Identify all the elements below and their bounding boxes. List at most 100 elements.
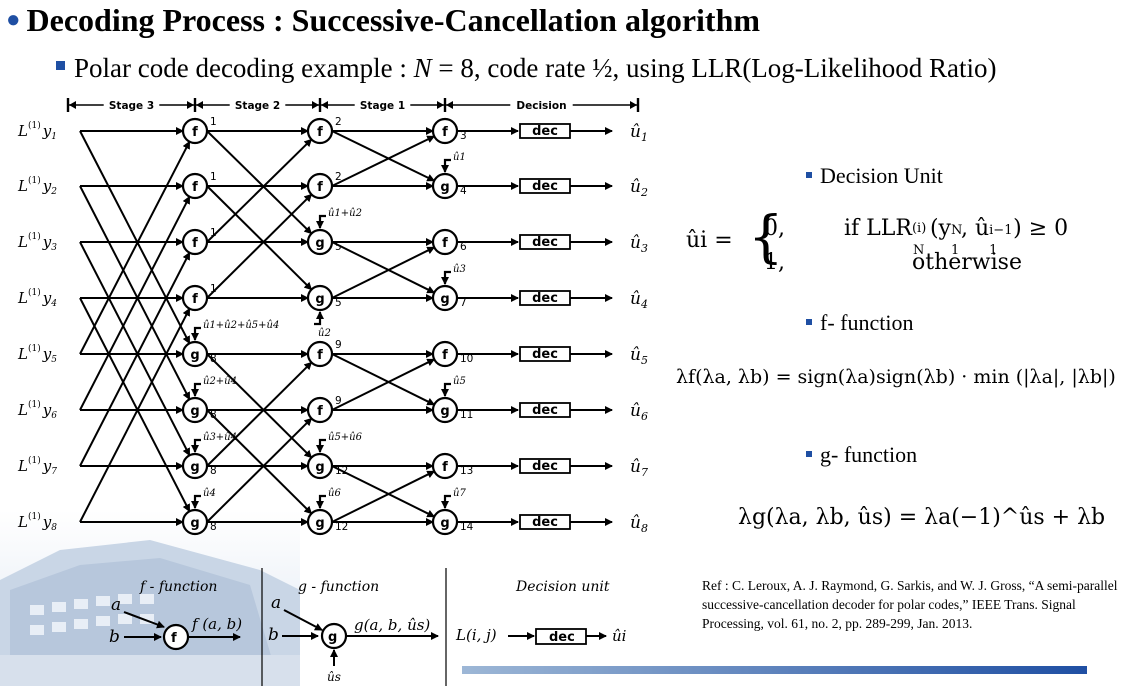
col1-node-label: f bbox=[192, 236, 198, 251]
legend-g-output: g(a, b, ûs) bbox=[354, 616, 430, 634]
dec-label: dec bbox=[532, 235, 558, 250]
col2-node-g bbox=[306, 508, 334, 536]
col2-node-f bbox=[306, 117, 334, 145]
feedback-arrow bbox=[191, 494, 201, 509]
butterfly-wire bbox=[331, 353, 436, 406]
dec-box bbox=[519, 458, 571, 474]
brace-icon: { bbox=[748, 205, 784, 270]
butterfly-wires bbox=[79, 127, 613, 526]
col2-node-label: g bbox=[315, 460, 324, 475]
feedback-arrow bbox=[441, 270, 451, 285]
feedback-arrow bbox=[191, 438, 201, 453]
butterfly-wire bbox=[206, 138, 313, 243]
output-label: û6 bbox=[630, 401, 648, 423]
input-subscript: 4 bbox=[50, 299, 57, 309]
dec-box bbox=[519, 402, 571, 418]
dec-label: dec bbox=[532, 124, 558, 139]
col1-node-label: f bbox=[192, 125, 198, 140]
input-label: L(1)y1 bbox=[17, 120, 57, 142]
col1-node-number: 8 bbox=[210, 465, 217, 477]
feedback-arrow bbox=[314, 311, 324, 326]
col1-node-f bbox=[181, 172, 209, 200]
col3-node-label: g bbox=[440, 404, 449, 419]
input-y: y bbox=[42, 177, 52, 195]
output-label: û1 bbox=[630, 122, 648, 144]
col3-node-number: 14 bbox=[460, 521, 474, 533]
butterfly-wire bbox=[331, 135, 436, 187]
col1-node-g bbox=[181, 508, 209, 536]
output-subscript: 5 bbox=[641, 354, 648, 367]
input-superscript: (1) bbox=[28, 455, 41, 466]
g-function-equation: λg(λa, λb, ûs) = λa(−1)^ûs + λb bbox=[738, 505, 1106, 530]
output-subscript: 6 bbox=[641, 410, 648, 423]
input-subscript: 6 bbox=[51, 411, 57, 421]
stage-arrow-right bbox=[437, 101, 444, 109]
output-label: û4 bbox=[630, 289, 648, 311]
col1-node-number: 8 bbox=[210, 409, 217, 421]
stage-arrow-right bbox=[187, 101, 194, 109]
feedback-label: û1+û2 bbox=[328, 208, 362, 219]
dec-box bbox=[519, 514, 571, 530]
legend-g-title: g - function bbox=[298, 579, 379, 595]
input-y: y bbox=[42, 289, 52, 307]
legend-f-output: f (a, b) bbox=[191, 615, 242, 633]
legend-g-wire bbox=[283, 609, 323, 631]
col2-node-label: f bbox=[317, 348, 323, 363]
stage-label: Decision bbox=[516, 100, 566, 112]
dec-label: dec bbox=[532, 403, 558, 418]
butterfly-wire bbox=[79, 140, 191, 355]
legend-f-wire bbox=[123, 611, 165, 629]
col1-node-f bbox=[181, 228, 209, 256]
output-subscript: 7 bbox=[641, 466, 648, 479]
dec-box bbox=[519, 123, 571, 139]
stage-arrow-left bbox=[196, 101, 203, 109]
dec-label: dec bbox=[532, 291, 558, 306]
col3-node-label: f bbox=[442, 348, 448, 363]
col2-node-number: 12 bbox=[335, 521, 348, 533]
input-subscript: 7 bbox=[51, 467, 57, 477]
output-subscript: 1 bbox=[641, 131, 648, 144]
stage-label: Stage 2 bbox=[235, 100, 280, 112]
col2-node-g bbox=[306, 284, 334, 312]
dec-label: dec bbox=[532, 347, 558, 362]
col3-node-f bbox=[431, 452, 459, 480]
node-layer: decdecdecdecdecdecdecdecffffggggffggffgg… bbox=[181, 117, 571, 536]
col1-node-f bbox=[181, 117, 209, 145]
butterfly-wire bbox=[79, 185, 191, 401]
feedback-label: û7 bbox=[453, 488, 466, 499]
legend-f-title: f - function bbox=[139, 579, 217, 595]
legend-strip: f - function g - function Decision unit … bbox=[109, 568, 627, 686]
dec-box bbox=[519, 346, 571, 362]
butterfly-wire bbox=[331, 246, 436, 299]
input-superscript: (1) bbox=[28, 343, 41, 354]
butterfly-wire bbox=[331, 470, 436, 523]
feedback-arrow bbox=[441, 494, 451, 509]
col2-node-number: 9 bbox=[335, 339, 342, 351]
dec-label: dec bbox=[532, 459, 558, 474]
col1-node-f bbox=[181, 284, 209, 312]
feedback-label: û1+û2+û5+û4 bbox=[203, 320, 279, 331]
input-y: y bbox=[42, 345, 52, 363]
stage-arrow-right bbox=[630, 101, 637, 109]
col1-node-g bbox=[181, 340, 209, 368]
square-bullet-icon bbox=[806, 172, 812, 178]
col3-node-g bbox=[431, 396, 459, 424]
input-subscript: 5 bbox=[51, 355, 57, 365]
feedback-arrow bbox=[316, 494, 326, 509]
butterfly-wire bbox=[206, 130, 313, 235]
input-superscript: (1) bbox=[28, 511, 41, 522]
stage-label-bg bbox=[510, 99, 573, 111]
col2-node-label: g bbox=[315, 292, 324, 307]
col3-node-f bbox=[431, 340, 459, 368]
input-subscript: 8 bbox=[51, 523, 57, 533]
feedback-arrow bbox=[441, 382, 451, 397]
dec-box bbox=[519, 178, 571, 194]
legend-f-a: a bbox=[111, 595, 121, 615]
butterfly-wire bbox=[79, 130, 191, 345]
feedback-label: û5+û6 bbox=[328, 432, 363, 443]
col1-node-number: 8 bbox=[210, 521, 217, 533]
feedback-label: û3+û4 bbox=[203, 432, 237, 443]
legend-g-node-label: g bbox=[328, 630, 337, 645]
